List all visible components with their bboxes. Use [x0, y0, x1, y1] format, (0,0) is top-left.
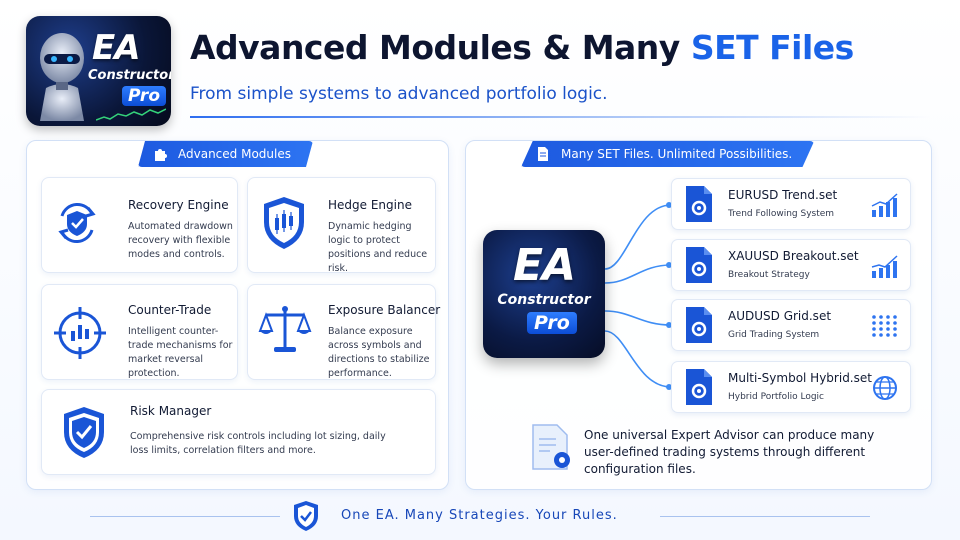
footer-shield-icon — [294, 501, 318, 531]
set-file-name: XAUUSD Breakout.set — [728, 249, 859, 263]
footer-divider-left — [90, 516, 280, 517]
set-file-eurusd-trend[interactable]: EURUSD Trend.set Trend Following System — [671, 178, 911, 230]
module-card-counter-trade[interactable]: Counter-Trade Intelligent counter-trade … — [41, 284, 238, 380]
footer-divider-right — [660, 516, 870, 517]
set-file-subtitle: Breakout Strategy — [728, 270, 810, 280]
set-files-pill: Many SET Files. Unlimited Possibilities. — [521, 141, 815, 167]
module-card-risk-manager[interactable]: Risk Manager Comprehensive risk controls… — [41, 389, 436, 475]
config-document-icon — [532, 424, 570, 470]
module-title: Hedge Engine — [328, 198, 412, 212]
footer-tagline: One EA. Many Strategies. Your Rules. — [341, 508, 618, 523]
module-description: Comprehensive risk controls including lo… — [130, 431, 386, 456]
advanced-modules-label: Advanced Modules — [178, 147, 291, 161]
logo-pro-badge: Pro — [527, 312, 577, 334]
sparkline-icon — [96, 108, 166, 121]
advanced-modules-pill: Advanced Modules — [138, 141, 313, 167]
robot-icon — [40, 33, 84, 121]
set-files-label: Many SET Files. Unlimited Possibilities. — [561, 147, 793, 161]
title-divider — [190, 116, 930, 118]
module-title: Recovery Engine — [128, 198, 229, 212]
page-subtitle: From simple systems to advanced portfoli… — [190, 84, 608, 104]
set-file-audusd-grid[interactable]: AUDUSD Grid.set Grid Trading System — [671, 299, 911, 351]
module-description: Automated drawdown recovery with flexibl… — [128, 221, 233, 260]
page-title-highlight: SET Files — [690, 28, 855, 67]
module-card-recovery-engine[interactable]: Recovery Engine Automated drawdown recov… — [41, 177, 238, 273]
set-file-subtitle: Hybrid Portfolio Logic — [728, 392, 824, 402]
app-logo: EA Constructor Pro — [26, 16, 171, 126]
globe-icon — [873, 376, 897, 400]
logo-ea-text: EA — [512, 240, 576, 291]
universal-ea-note: One universal Expert Advisor can produce… — [584, 428, 875, 476]
document-icon — [535, 146, 551, 162]
settings-file-icon — [686, 369, 712, 405]
settings-file-icon — [686, 186, 712, 222]
settings-file-icon — [686, 247, 712, 283]
hedge-shield-icon — [264, 197, 304, 249]
logo-pro-badge: Pro — [122, 86, 166, 106]
module-description: Balance exposure across symbols and dire… — [328, 326, 430, 379]
ea-constructor-logo-tile: EA Constructor Pro — [483, 230, 605, 358]
set-file-name: EURUSD Trend.set — [728, 188, 838, 202]
module-description: Intelligent counter-trade mechanisms for… — [128, 326, 233, 379]
set-file-xauusd-breakout[interactable]: XAUUSD Breakout.set Breakout Strategy — [671, 239, 911, 291]
settings-file-icon — [686, 307, 712, 343]
page-title-main: Advanced Modules & Many — [190, 28, 691, 67]
logo-ea-text: EA — [92, 28, 141, 68]
page-title: Advanced Modules & Many SET Files — [190, 28, 854, 67]
trend-chart-icon — [871, 193, 898, 217]
module-description: Dynamic hedging logic to protect positio… — [328, 221, 428, 274]
module-card-hedge-engine[interactable]: Hedge Engine Dynamic hedging logic to pr… — [247, 177, 436, 274]
set-files-panel: Many SET Files. Unlimited Possibilities.… — [465, 140, 932, 490]
breakout-chart-icon — [871, 255, 898, 278]
advanced-modules-panel: Advanced Modules Recovery Engine Automat… — [26, 140, 449, 490]
grid-dots-icon — [872, 315, 897, 337]
crosshair-chart-icon — [54, 307, 106, 359]
scales-icon — [258, 306, 312, 352]
puzzle-icon — [152, 146, 168, 162]
set-file-subtitle: Trend Following System — [728, 209, 835, 219]
logo-constructor-text: Constructor — [497, 292, 591, 308]
recovery-shield-icon — [58, 203, 96, 243]
set-file-name: AUDUSD Grid.set — [728, 309, 832, 323]
module-card-exposure-balancer[interactable]: Exposure Balancer Balance exposure acros… — [247, 284, 440, 380]
connector-lines — [604, 202, 672, 390]
set-file-name: Multi-Symbol Hybrid.set — [728, 371, 872, 385]
set-file-multi-symbol-hybrid[interactable]: Multi-Symbol Hybrid.set Hybrid Portfolio… — [671, 361, 911, 413]
set-file-subtitle: Grid Trading System — [728, 330, 820, 340]
logo-constructor-text: Constructor — [88, 68, 171, 83]
module-title: Counter-Trade — [128, 303, 212, 317]
module-title: Exposure Balancer — [328, 303, 441, 317]
check-shield-icon — [64, 407, 104, 458]
module-title: Risk Manager — [130, 404, 212, 418]
